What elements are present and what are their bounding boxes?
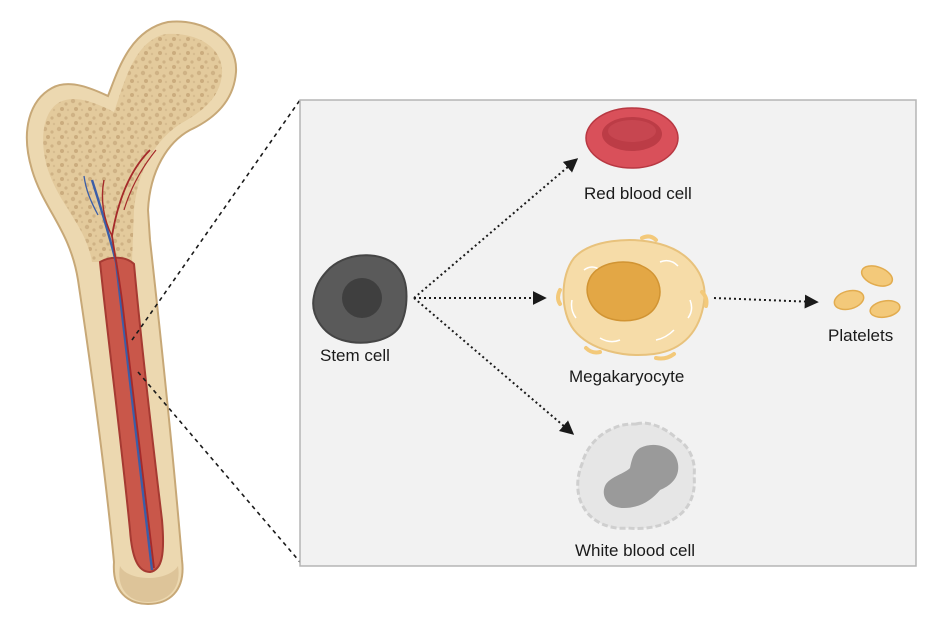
red-blood-cell-label: Red blood cell <box>584 184 692 203</box>
stem-cell-label: Stem cell <box>320 346 390 365</box>
platelet <box>833 289 865 311</box>
red-blood-cell-icon <box>585 107 679 169</box>
femur-distal-end <box>119 566 179 602</box>
stem-cell-icon <box>312 254 408 344</box>
vessel-branch <box>83 175 99 216</box>
arrow-to-red-blood-cell <box>413 158 579 299</box>
megakaryocyte-icon <box>556 234 709 361</box>
white-blood-cell-nucleus <box>603 444 679 508</box>
megakaryocyte-nucleus <box>586 261 661 322</box>
zoom-line-bottom <box>137 371 301 563</box>
stem-cell-nucleus <box>342 278 382 318</box>
vessel-branch <box>101 179 113 237</box>
femur-bone-illustration <box>25 20 238 606</box>
arrow-to-platelets <box>713 294 819 309</box>
white-blood-cell-label: White blood cell <box>575 541 696 560</box>
megakaryocyte-granules <box>570 259 693 343</box>
blood-vessel-artery <box>111 149 155 569</box>
vessel-branch <box>123 149 157 211</box>
platelets-icon <box>833 265 901 319</box>
platelets-label: Platelets <box>828 326 894 345</box>
white-blood-cell-icon <box>576 421 696 530</box>
megakaryocyte-label: Megakaryocyte <box>569 367 685 386</box>
bone-marrow-cavity <box>98 256 165 574</box>
blood-vessel-vein <box>90 179 154 571</box>
femur-spongy-bone <box>43 33 223 262</box>
platelet <box>869 299 901 319</box>
zoom-line-top <box>131 99 301 341</box>
platelet <box>860 265 894 287</box>
